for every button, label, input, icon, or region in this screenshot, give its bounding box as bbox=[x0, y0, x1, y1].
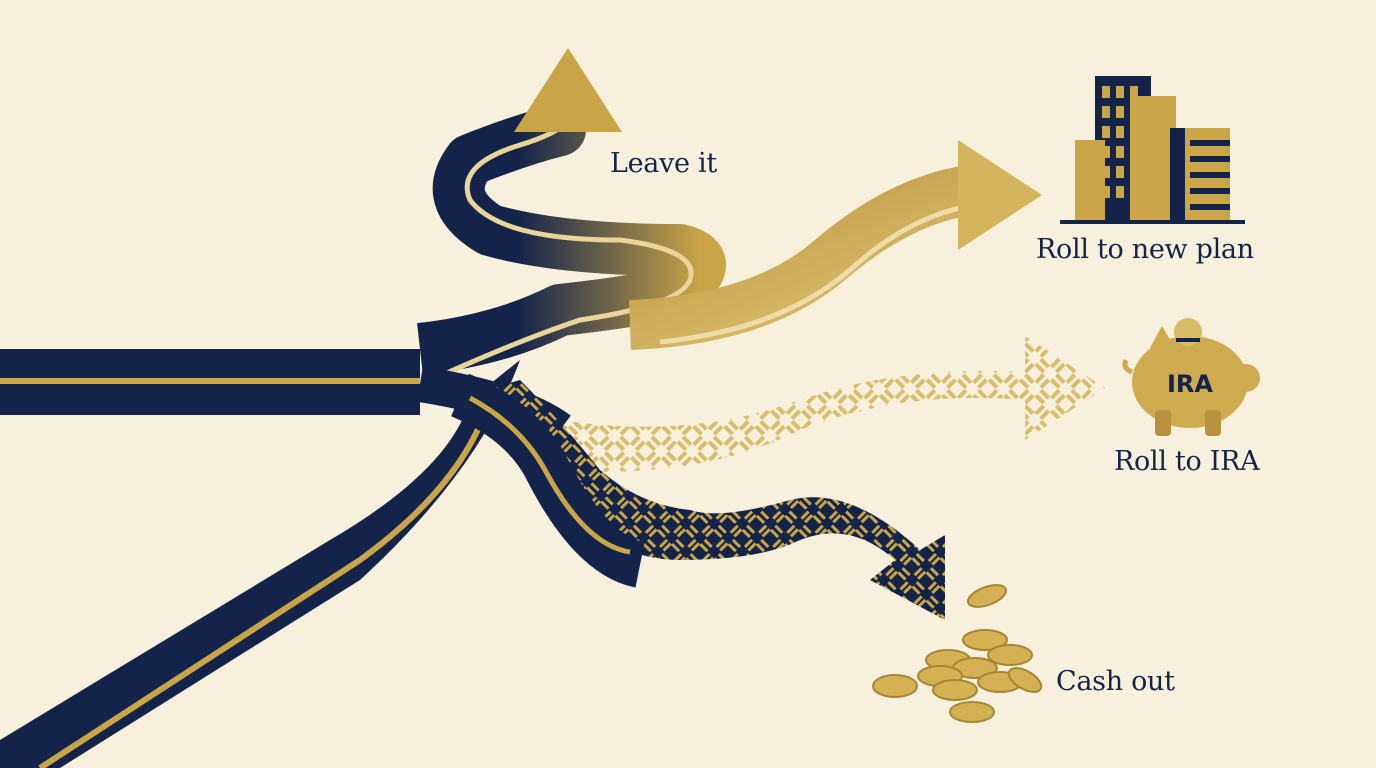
diagonal-path bbox=[0, 360, 520, 768]
building-icon bbox=[1060, 76, 1245, 224]
new-plan-arrow bbox=[628, 140, 1042, 350]
piggy-bank-icon: IRA bbox=[1122, 318, 1260, 436]
label-cash-out: Cash out bbox=[1056, 666, 1175, 697]
label-roll-to-ira: Roll to IRA bbox=[1114, 446, 1260, 477]
leave-it-arrow bbox=[416, 48, 726, 379]
cash-out-arrow bbox=[450, 373, 945, 620]
label-leave-it: Leave it bbox=[610, 148, 717, 179]
label-roll-to-new-plan: Roll to new plan bbox=[1036, 234, 1254, 265]
piggy-bank-label: IRA bbox=[1167, 370, 1213, 398]
main-path bbox=[0, 349, 420, 415]
coins-icon bbox=[872, 584, 1043, 723]
